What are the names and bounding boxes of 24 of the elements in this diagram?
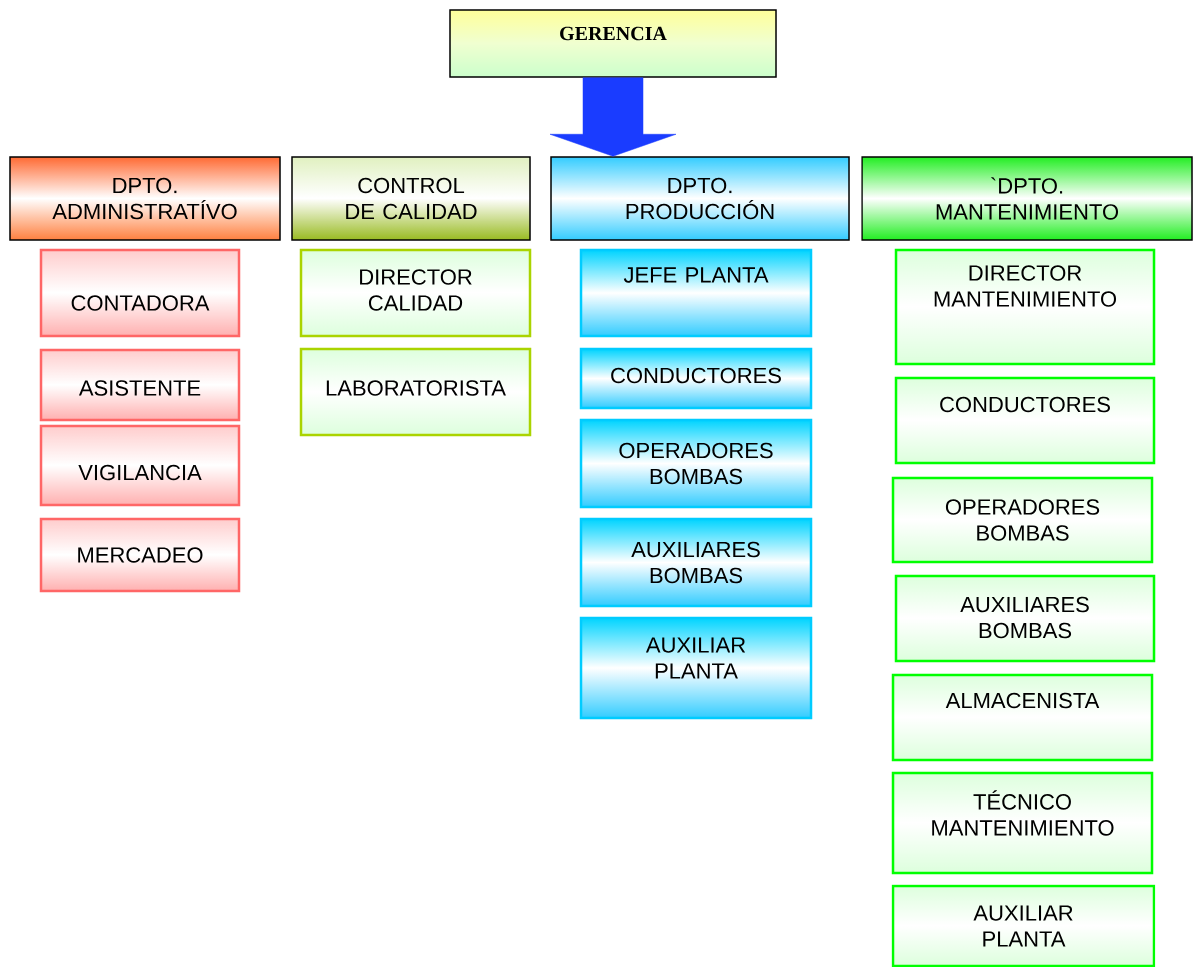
position-box: VIGILANCIA	[39, 424, 241, 507]
block-arrow	[549, 77, 677, 157]
position-box: LABORATORISTA	[299, 347, 532, 437]
position-box: AUXILIARES BOMBAS	[579, 517, 813, 608]
position-box: ALMACENISTA	[891, 673, 1154, 762]
department-box: CONTROL DE CALIDAD	[291, 156, 531, 241]
department-box: DPTO. PRODUCCIÓN	[550, 156, 850, 241]
position-box: CONDUCTORES	[894, 376, 1156, 465]
position-box: OPERADORES BOMBAS	[891, 476, 1154, 564]
position-box: CONTADORA	[39, 248, 241, 338]
position-box: ASISTENTE	[39, 348, 241, 422]
position-box: DIRECTOR MANTENIMIENTO	[894, 248, 1156, 366]
position-box: CONDUCTORES	[579, 347, 813, 410]
position-box: DIRECTOR CALIDAD	[299, 248, 532, 338]
position-box: AUXILIAR PLANTA	[579, 616, 813, 720]
position-box: AUXILIAR PLANTA	[891, 884, 1156, 967]
head-box: GERENCIA	[449, 9, 777, 78]
position-box: TÉCNICO MANTENIMIENTO	[891, 771, 1154, 875]
position-box: AUXILIARES BOMBAS	[894, 574, 1156, 663]
position-box: OPERADORES BOMBAS	[579, 418, 813, 509]
position-box: JEFE PLANTA	[579, 248, 813, 338]
position-box: MERCADEO	[39, 517, 241, 593]
department-box: DPTO. ADMINISTRATÍVO	[9, 156, 281, 241]
department-box: `DPTO. MANTENIMIENTO	[861, 156, 1193, 241]
